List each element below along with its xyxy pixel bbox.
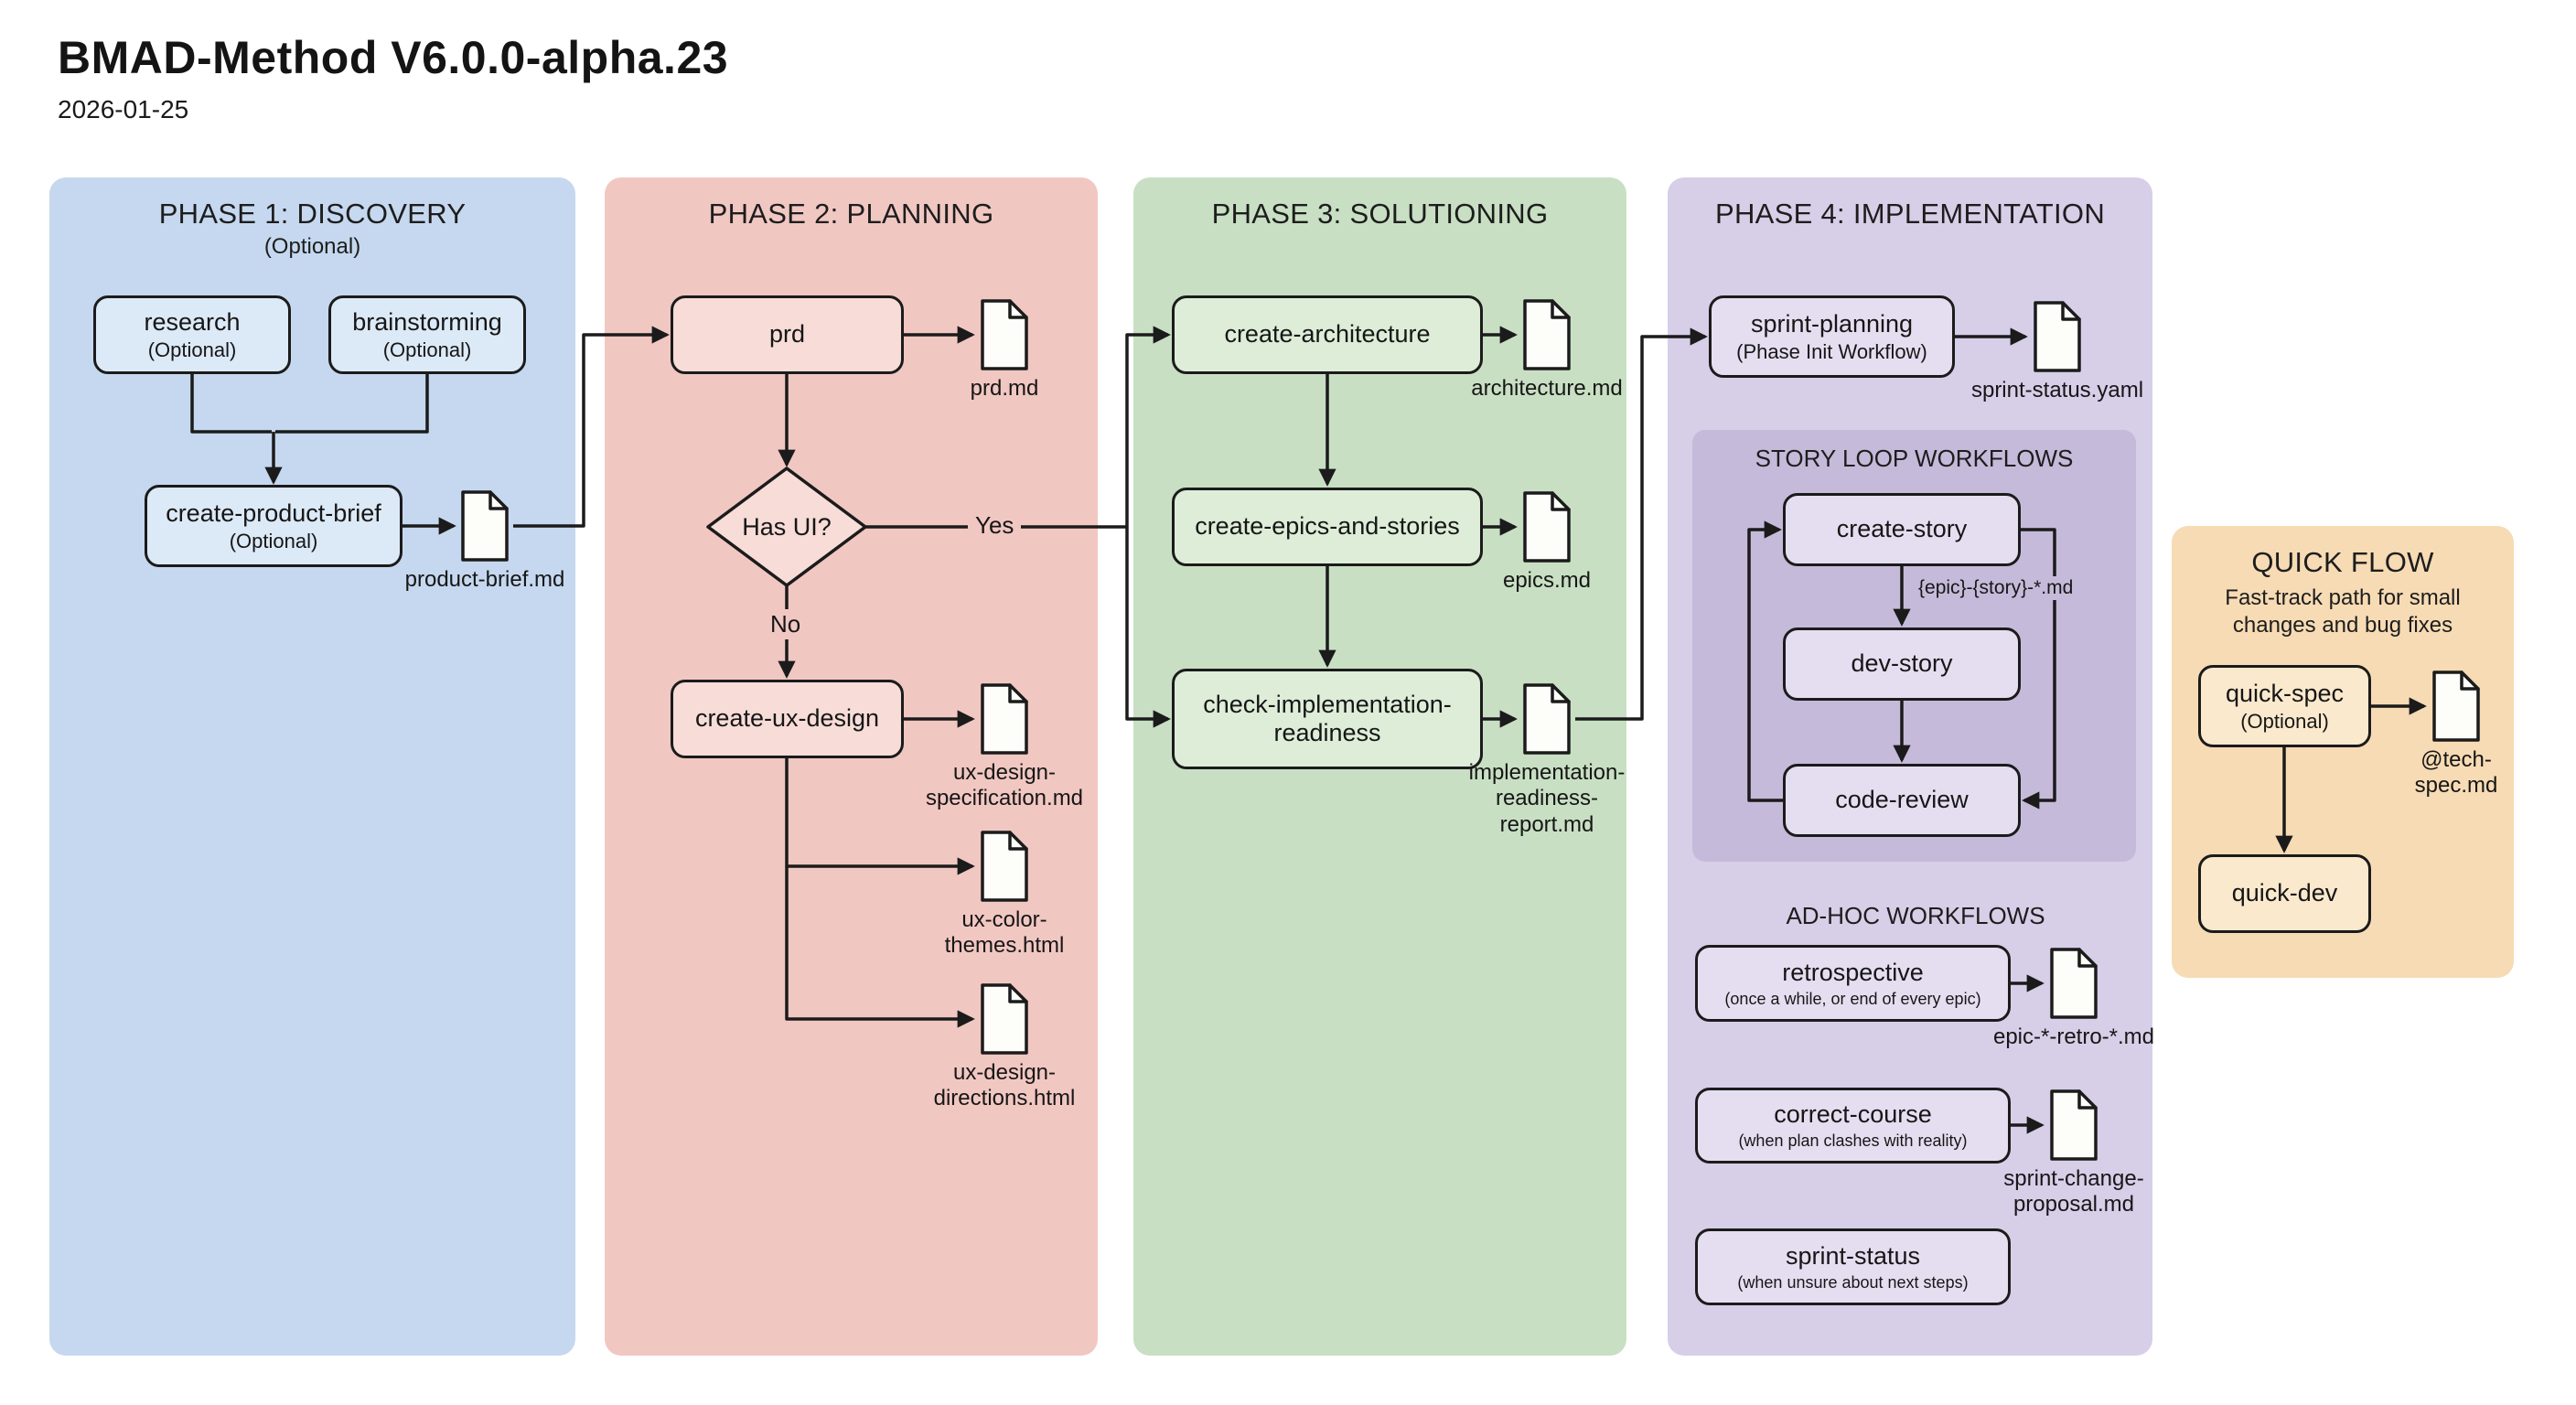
- node-prd: prd: [671, 295, 904, 374]
- node-note: (once a while, or end of every epic): [1724, 989, 1981, 1008]
- node-label: quick-dev: [2231, 879, 2338, 907]
- doc-epics: epics.md: [1503, 490, 1591, 594]
- phase-2-title: PHASE 2: PLANNING: [708, 198, 994, 230]
- doc-ux-color-themes: ux-color-themes.html: [945, 830, 1064, 960]
- doc-sprint-change-proposal: sprint-change-proposal.md: [2003, 1089, 2144, 1218]
- node-correct-course: correct-course (when plan clashes with r…: [1695, 1088, 2011, 1164]
- diamond-shape: [706, 467, 867, 587]
- story-loop-title: STORY LOOP WORKFLOWS: [1755, 445, 2074, 472]
- document-icon: [981, 683, 1028, 755]
- document-icon: [1523, 491, 1571, 563]
- quick-flow-title: QUICK FLOW: [2251, 546, 2434, 578]
- node-research: research (Optional): [93, 295, 291, 374]
- doc-prd-md: prd.md: [971, 298, 1038, 402]
- node-note: (Optional): [147, 338, 237, 361]
- phase-4-title: PHASE 4: IMPLEMENTATION: [1714, 198, 2106, 230]
- doc-label: implementation-readiness-report.md: [1468, 760, 1626, 837]
- doc-label: prd.md: [970, 376, 1039, 401]
- node-create-ux-design: create-ux-design: [671, 680, 904, 758]
- document-icon: [1523, 299, 1571, 370]
- node-check-implementation-readiness: check-implementation-readiness: [1172, 669, 1483, 769]
- node-note: (when plan clashes with reality): [1738, 1132, 1968, 1151]
- diagram-date: 2026-01-25: [58, 95, 189, 123]
- node-create-story: create-story: [1783, 493, 2021, 566]
- node-quick-spec: quick-spec (Optional): [2198, 665, 2371, 747]
- document-icon: [981, 831, 1028, 902]
- node-dev-story: dev-story: [1783, 627, 2021, 701]
- doc-sprint-status-yaml: sprint-status.yaml: [1971, 300, 2143, 403]
- doc-label: sprint-status.yaml: [1970, 378, 2144, 402]
- edge-label-epic-story: {epic}-{story}-*.md: [1914, 576, 2078, 600]
- phase-3-title: PHASE 3: SOLUTIONING: [1211, 198, 1549, 230]
- doc-label: ux-color-themes.html: [944, 907, 1065, 959]
- doc-epic-retro: epic-*-retro-*.md: [1993, 947, 2154, 1050]
- doc-label: epic-*-retro-*.md: [1992, 1024, 2155, 1049]
- node-note: (when unsure about next steps): [1737, 1272, 1969, 1292]
- node-note: (Optional): [382, 338, 472, 361]
- node-sprint-status: sprint-status (when unsure about next st…: [1695, 1228, 2011, 1305]
- node-label: quick-spec: [2225, 679, 2345, 707]
- document-icon: [981, 299, 1028, 370]
- doc-label: sprint-change-proposal.md: [2003, 1166, 2144, 1217]
- doc-architecture: architecture.md: [1471, 298, 1623, 402]
- node-sprint-planning: sprint-planning (Phase Init Workflow): [1709, 295, 1955, 378]
- node-label: prd: [768, 320, 806, 349]
- node-create-epics-and-stories: create-epics-and-stories: [1172, 488, 1483, 566]
- document-icon: [2050, 948, 2098, 1019]
- doc-label: epics.md: [1502, 568, 1592, 593]
- node-label: dev-story: [1851, 649, 1953, 678]
- node-label: code-review: [1835, 786, 1969, 814]
- node-label: sprint-status: [1785, 1241, 1921, 1270]
- node-code-review: code-review: [1783, 764, 2021, 837]
- node-create-product-brief: create-product-brief (Optional): [145, 485, 402, 567]
- document-icon: [2432, 670, 2480, 742]
- node-note: (Optional): [229, 529, 318, 552]
- doc-label: architecture.md: [1471, 376, 1623, 401]
- decision-has-ui: Has UI?: [704, 465, 869, 589]
- node-note: (Phase Init Workflow): [1736, 339, 1927, 363]
- document-icon: [1523, 683, 1571, 755]
- doc-label: @tech-spec.md: [2414, 747, 2498, 799]
- node-label: create-architecture: [1224, 320, 1431, 349]
- doc-label: ux-design-specification.md: [925, 760, 1084, 811]
- doc-tech-spec: @tech-spec.md: [2415, 670, 2497, 799]
- node-label: check-implementation-readiness: [1203, 690, 1452, 746]
- doc-label: ux-design-directions.html: [933, 1060, 1076, 1111]
- edge-label-yes: Yes: [968, 510, 1022, 541]
- node-retrospective: retrospective (once a while, or end of e…: [1695, 945, 2011, 1022]
- node-note: (Optional): [2240, 709, 2329, 733]
- node-label: sprint-planning: [1750, 309, 1914, 338]
- phase-1-title: PHASE 1: DISCOVERY: [158, 198, 467, 230]
- node-label: create-product-brief: [166, 499, 381, 527]
- node-quick-dev: quick-dev: [2198, 854, 2371, 933]
- node-label: create-ux-design: [694, 704, 880, 733]
- phase-1-subtitle: (Optional): [263, 234, 361, 259]
- node-label: create-story: [1836, 515, 1968, 543]
- document-icon: [461, 490, 509, 562]
- node-label: correct-course: [1774, 1100, 1932, 1129]
- node-brainstorming: brainstorming (Optional): [328, 295, 526, 374]
- node-label: research: [144, 307, 241, 336]
- decision-label: Has UI?: [742, 512, 832, 541]
- doc-ux-design-specification: ux-design-specification.md: [926, 682, 1083, 812]
- node-label: create-epics-and-stories: [1195, 512, 1460, 541]
- doc-product-brief: product-brief.md: [405, 489, 564, 593]
- document-icon: [2034, 301, 2081, 372]
- node-create-architecture: create-architecture: [1172, 295, 1483, 374]
- diagram-title: BMAD-Method V6.0.0-alpha.23: [58, 32, 729, 83]
- doc-implementation-readiness-report: implementation-readiness-report.md: [1469, 682, 1625, 838]
- document-icon: [2050, 1089, 2098, 1161]
- node-label: retrospective: [1782, 958, 1924, 986]
- doc-label: product-brief.md: [404, 567, 565, 592]
- adhoc-workflows-title: AD-HOC WORKFLOWS: [1786, 902, 2045, 929]
- document-icon: [981, 983, 1028, 1055]
- quick-flow-subtitle: Fast-track path for small changes and bu…: [2225, 585, 2461, 638]
- node-label: brainstorming: [352, 307, 502, 336]
- edge-label-no: No: [763, 609, 809, 639]
- doc-ux-design-directions: ux-design-directions.html: [934, 982, 1075, 1112]
